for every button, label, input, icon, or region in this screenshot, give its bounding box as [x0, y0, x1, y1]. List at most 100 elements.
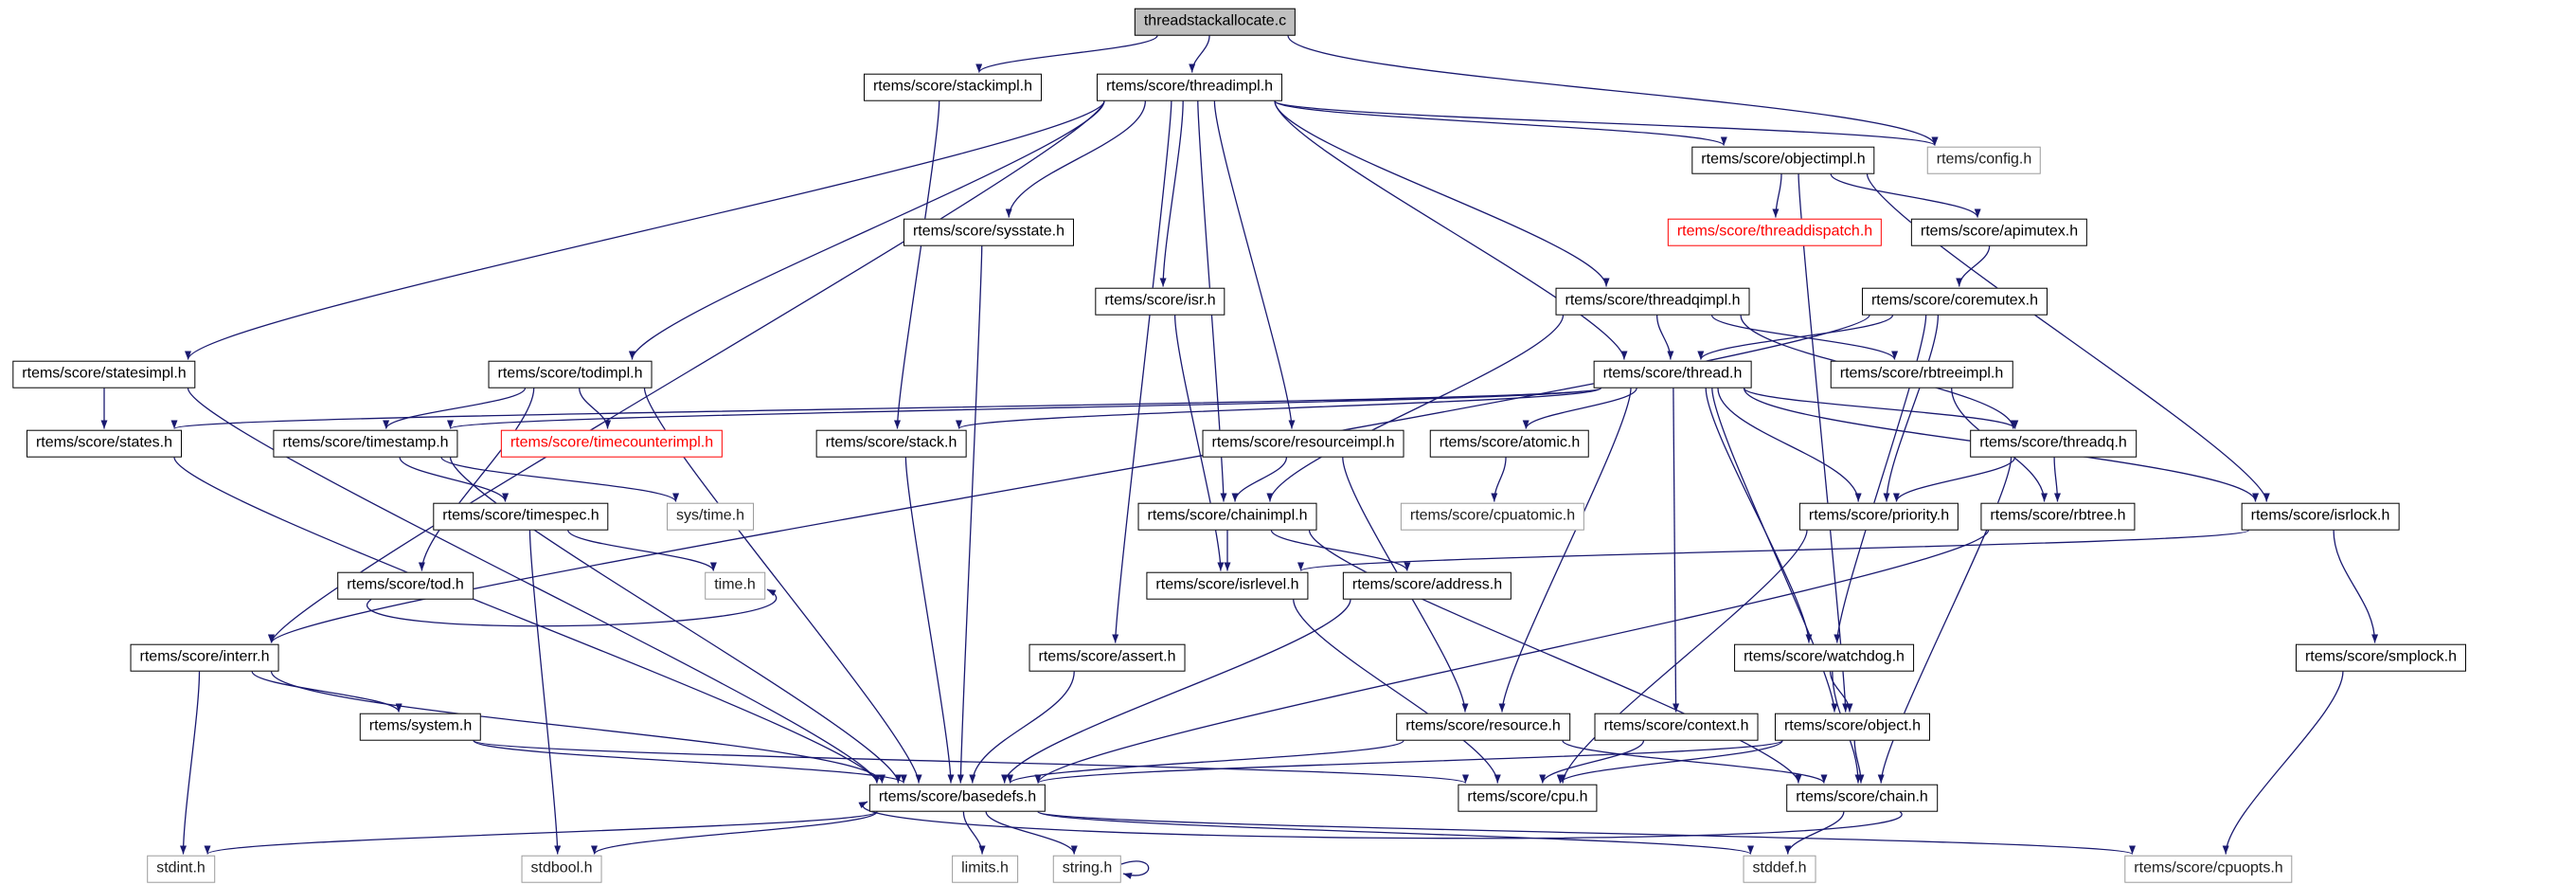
- node-priority[interactable]: rtems/score/priority.h: [1798, 502, 1959, 531]
- node-object[interactable]: rtems/score/object.h: [1774, 713, 1931, 741]
- node-statesimpl[interactable]: rtems/score/statesimpl.h: [12, 360, 196, 388]
- node-tsa: threadstackallocate.c: [1134, 8, 1297, 36]
- edge-tsa-threadimpl: [1189, 35, 1210, 73]
- node-basedefs[interactable]: rtems/score/basedefs.h: [868, 784, 1046, 812]
- node-system[interactable]: rtems/system.h: [359, 713, 482, 741]
- edge-todimpl-basedefs: [643, 388, 922, 784]
- edge-object-chain: [1853, 740, 1865, 784]
- node-resourceimpl[interactable]: rtems/score/resourceimpl.h: [1202, 429, 1404, 458]
- node-cpu[interactable]: rtems/score/cpu.h: [1458, 784, 1598, 812]
- edge-threadimpl-todimpl: [628, 100, 1105, 360]
- edge-thread-priority: [1717, 388, 1862, 502]
- node-smplock[interactable]: rtems/score/smplock.h: [2295, 643, 2467, 672]
- edge-threadqimpl-chainimpl: [1266, 315, 1565, 502]
- node-watchdog[interactable]: rtems/score/watchdog.h: [1734, 643, 1914, 672]
- node-resource[interactable]: rtems/score/resource.h: [1396, 713, 1570, 741]
- edge-threadq-chain: [1877, 457, 2012, 784]
- edge-thread-threadq: [1743, 387, 2019, 430]
- edge-thread-timestamp: [447, 387, 1602, 430]
- node-atomic[interactable]: rtems/score/atomic.h: [1429, 429, 1590, 458]
- edge-thread-context: [1673, 388, 1680, 713]
- edge-string-string: [1120, 860, 1150, 879]
- node-threadq[interactable]: rtems/score/threadq.h: [1970, 429, 2137, 458]
- node-chainimpl[interactable]: rtems/score/chainimpl.h: [1137, 502, 1317, 531]
- edge-timestamp-sys_time: [440, 456, 679, 503]
- node-coremutex[interactable]: rtems/score/coremutex.h: [1861, 287, 2048, 316]
- edge-threadimpl-objectimpl: [1274, 99, 1727, 147]
- node-sys_time: sys/time.h: [666, 502, 755, 531]
- node-isrlevel[interactable]: rtems/score/isrlevel.h: [1146, 571, 1309, 600]
- node-threadimpl[interactable]: rtems/score/threadimpl.h: [1096, 73, 1283, 101]
- edge-chain-stddef: [1784, 811, 1845, 855]
- node-stdbool: stdbool.h: [521, 855, 602, 883]
- edge-isrlock-isrlevel: [1297, 529, 2250, 572]
- edge-todimpl-timecounterimpl: [579, 388, 612, 429]
- edge-object-cpu: [1556, 739, 1783, 785]
- edge-coremutex-interr: [268, 315, 1870, 643]
- node-apimutex[interactable]: rtems/score/apimutex.h: [1910, 218, 2088, 246]
- node-stackimpl[interactable]: rtems/score/stackimpl.h: [863, 73, 1043, 101]
- edge-basedefs-limits: [962, 811, 986, 855]
- node-cpuatomic: rtems/score/cpuatomic.h: [1400, 502, 1585, 531]
- edge-thread-watchdog: [1705, 388, 1813, 643]
- node-cpuopts: rtems/score/cpuopts.h: [2124, 855, 2293, 883]
- edge-apimutex-coremutex: [1956, 245, 1991, 287]
- edge-timestamp-timespec: [399, 457, 510, 502]
- edge-threadq-rbtree: [2053, 457, 2061, 502]
- edge-thread-resource: [1498, 388, 1632, 713]
- node-chain[interactable]: rtems/score/chain.h: [1786, 784, 1938, 812]
- edge-basedefs-stdint: [204, 810, 878, 856]
- edge-threadimpl-threadqimpl: [1274, 100, 1610, 287]
- node-isr[interactable]: rtems/score/isr.h: [1095, 287, 1225, 316]
- node-limits: limits.h: [952, 855, 1018, 883]
- edge-resource-chain: [1562, 739, 1828, 785]
- edge-timespec-time: [567, 530, 717, 571]
- edge-basedefs-stddef: [1037, 810, 1754, 856]
- node-threaddispatch[interactable]: rtems/score/threaddispatch.h: [1667, 218, 1883, 246]
- edge-sysstate-basedefs: [957, 245, 983, 784]
- edge-watchdog-object: [1829, 671, 1853, 713]
- node-states[interactable]: rtems/score/states.h: [26, 429, 183, 458]
- edge-objectimpl-isrlock: [1866, 173, 2270, 502]
- edge-threadimpl-sysstate: [1005, 100, 1147, 218]
- edge-chainimpl-chain: [1308, 530, 1802, 784]
- node-objectimpl[interactable]: rtems/score/objectimpl.h: [1691, 146, 1875, 174]
- node-timecounterimpl[interactable]: rtems/score/timecounterimpl.h: [500, 429, 724, 458]
- edge-context-cpu: [1539, 740, 1645, 784]
- edge-system-cpu: [473, 739, 1469, 785]
- edge-threadimpl-resourceimpl: [1213, 100, 1296, 429]
- node-interr[interactable]: rtems/score/interr.h: [130, 643, 279, 672]
- edge-tod-time: [367, 588, 778, 627]
- edge-basedefs-stdbool: [591, 810, 878, 856]
- node-address[interactable]: rtems/score/address.h: [1342, 571, 1512, 600]
- edge-threadimpl-statesimpl: [185, 100, 1105, 360]
- node-timespec[interactable]: rtems/score/timespec.h: [433, 502, 609, 531]
- edge-resourceimpl-chainimpl: [1231, 457, 1288, 502]
- edge-isrlevel-cpu: [1293, 599, 1501, 784]
- edge-threadimpl-config: [1274, 99, 1939, 147]
- node-tod[interactable]: rtems/score/tod.h: [337, 571, 474, 600]
- edge-smplock-cpuopts: [2222, 671, 2344, 855]
- node-rbtree[interactable]: rtems/score/rbtree.h: [1980, 502, 2136, 531]
- node-rbtreeimpl[interactable]: rtems/score/rbtreeimpl.h: [1830, 360, 2013, 388]
- edge-threadqimpl-thread: [1655, 315, 1674, 360]
- edge-basedefs-cpuopts: [1037, 810, 2136, 856]
- edge-states-basedefs: [173, 457, 881, 784]
- node-threadqimpl[interactable]: rtems/score/threadqimpl.h: [1555, 287, 1750, 316]
- node-stack[interactable]: rtems/score/stack.h: [815, 429, 967, 458]
- node-timestamp[interactable]: rtems/score/timestamp.h: [273, 429, 458, 458]
- edge-tsa-config: [1287, 35, 1939, 146]
- node-context[interactable]: rtems/score/context.h: [1594, 713, 1759, 741]
- edge-thread-atomic: [1522, 388, 1637, 429]
- edge-coremutex-priority: [1883, 315, 1940, 502]
- node-thread[interactable]: rtems/score/thread.h: [1593, 360, 1752, 388]
- node-isrlock[interactable]: rtems/score/isrlock.h: [2241, 502, 2400, 531]
- node-todimpl[interactable]: rtems/score/todimpl.h: [488, 360, 653, 388]
- edge-thread-stack: [956, 387, 1602, 430]
- node-assert[interactable]: rtems/score/assert.h: [1029, 643, 1186, 672]
- edge-basedefs-string: [985, 811, 1078, 855]
- edge-threadimpl-assert: [1112, 100, 1172, 643]
- node-sysstate[interactable]: rtems/score/sysstate.h: [903, 218, 1075, 246]
